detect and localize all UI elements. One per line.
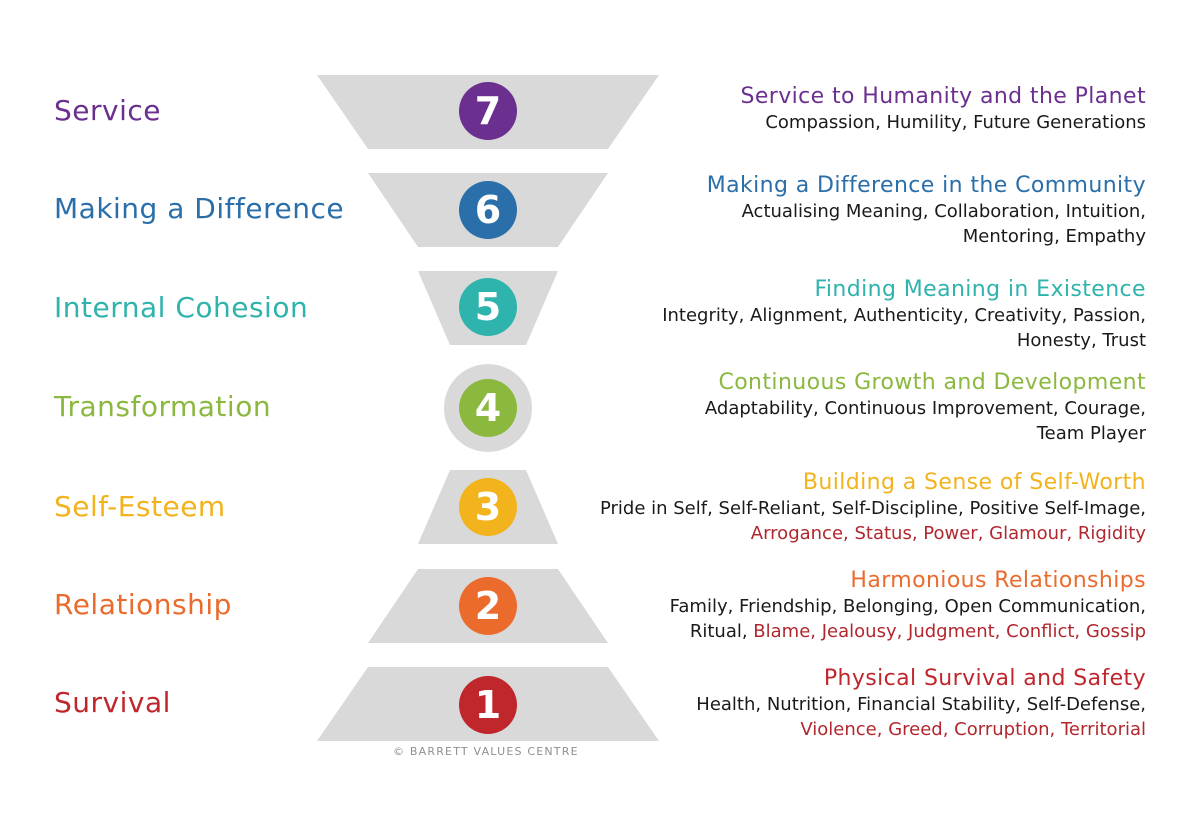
level-6-number: 6	[475, 188, 501, 232]
level-6-title: Making a Difference in the Community	[706, 173, 1146, 198]
positive-values-text: Actualising Meaning, Collaboration, Intu…	[741, 201, 1146, 222]
level-3-name: Self-Esteem	[54, 490, 226, 523]
level-7-badge	[459, 82, 517, 140]
level-2-badge	[459, 577, 517, 635]
level-2-name: Relationship	[54, 588, 232, 621]
level-2-values-line: Ritual, Blame, Jealousy, Judgment, Confl…	[670, 619, 1146, 644]
level-4-values-line: Adaptability, Continuous Improvement, Co…	[705, 396, 1146, 421]
level-7-name: Service	[54, 94, 161, 127]
level-5-number: 5	[475, 285, 501, 329]
level-3-number: 3	[475, 485, 501, 529]
level-6-badge	[459, 181, 517, 239]
level-4-values-line: Team Player	[705, 421, 1146, 446]
positive-values-text: Team Player	[1036, 423, 1146, 444]
level-2-values-line: Family, Friendship, Belonging, Open Comm…	[670, 594, 1146, 619]
level-1-values-line: Health, Nutrition, Financial Stability, …	[696, 692, 1146, 717]
level-2-title: Harmonious Relationships	[850, 568, 1146, 593]
positive-values-text: Health, Nutrition, Financial Stability, …	[696, 694, 1146, 715]
level-7-values-line: Compassion, Humility, Future Generations	[740, 110, 1146, 135]
level-7-title: Service to Humanity and the Planet	[740, 84, 1146, 109]
level-1-title: Physical Survival and Safety	[823, 666, 1146, 691]
level-3-title: Building a Sense of Self-Worth	[802, 470, 1146, 495]
level-6-values-line: Actualising Meaning, Collaboration, Intu…	[707, 199, 1146, 224]
positive-values-text: Family, Friendship, Belonging, Open Comm…	[669, 596, 1146, 617]
level-1-values-line: Violence, Greed, Corruption, Territorial	[696, 717, 1146, 742]
level-6-name: Making a Difference	[54, 192, 345, 225]
level-5-values-line: Honesty, Trust	[662, 328, 1146, 353]
limiting-values-text: Blame, Jealousy, Judgment, Conflict, Gos…	[753, 621, 1146, 642]
level-3-badge	[459, 478, 517, 536]
positive-values-text: Mentoring, Empathy	[962, 226, 1146, 247]
level-4-title: Continuous Growth and Development	[718, 370, 1146, 395]
level-3-values-line: Arrogance, Status, Power, Glamour, Rigid…	[600, 521, 1146, 546]
level-5-name: Internal Cohesion	[54, 291, 309, 324]
positive-values-text: Ritual,	[689, 621, 754, 642]
positive-values-text: Integrity, Alignment, Authenticity, Crea…	[662, 305, 1146, 326]
level-1-number: 1	[475, 683, 501, 727]
limiting-values-text: Arrogance, Status, Power, Glamour, Rigid…	[750, 523, 1146, 544]
positive-values-text: Adaptability, Continuous Improvement, Co…	[704, 398, 1146, 419]
level-5-title: Finding Meaning in Existence	[814, 277, 1146, 302]
level-5-badge	[459, 278, 517, 336]
positive-values-text: Honesty, Trust	[1016, 330, 1146, 351]
level-3-values-line: Pride in Self, Self-Reliant, Self-Discip…	[600, 496, 1146, 521]
copyright-notice: © BARRETT VALUES CENTRE	[393, 745, 579, 758]
level-1-badge	[459, 676, 517, 734]
level-7-number: 7	[475, 89, 501, 133]
level-2-number: 2	[475, 584, 501, 628]
level-4-badge	[459, 379, 517, 437]
level-5-values-line: Integrity, Alignment, Authenticity, Crea…	[662, 303, 1146, 328]
positive-values-text: Compassion, Humility, Future Generations	[765, 112, 1146, 133]
level-6-values-line: Mentoring, Empathy	[707, 224, 1146, 249]
level-4-name: Transformation	[54, 390, 272, 423]
positive-values-text: Pride in Self, Self-Reliant, Self-Discip…	[599, 498, 1146, 519]
level-1-name: Survival	[54, 686, 171, 719]
level-4-number: 4	[475, 386, 501, 430]
limiting-values-text: Violence, Greed, Corruption, Territorial	[800, 719, 1146, 740]
